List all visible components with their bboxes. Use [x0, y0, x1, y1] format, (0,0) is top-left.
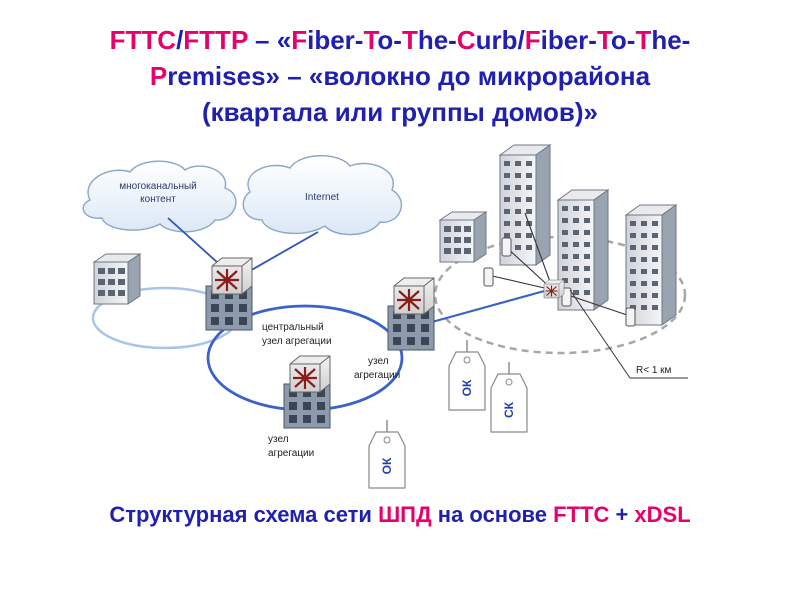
switch-icon [392, 276, 436, 316]
tag-sk-label: СК [502, 401, 516, 418]
fttc-building-cluster [439, 144, 677, 327]
title-line-3: (квартала или группы домов)» [0, 94, 800, 130]
diagram-caption: Структурная схема сети ШПД на основе FTT… [0, 502, 800, 528]
switch-icon [210, 256, 254, 296]
central-node-label-2: узел агрегации [262, 336, 332, 347]
text-run: T [596, 25, 611, 55]
text-run: he- [651, 25, 691, 55]
text-run: C [456, 25, 476, 55]
building-icon-left [93, 253, 141, 305]
text-run: FTTC [109, 25, 177, 55]
text-run: P [149, 61, 168, 91]
text-run: iber- [307, 25, 364, 55]
tag-ok-1-label: ОК [460, 379, 474, 396]
aggregation-node-bottom [283, 354, 332, 429]
cloud-content-label-1: многоканальный [119, 181, 197, 192]
tag-ok-2: ОК [368, 420, 406, 489]
text-run: F [524, 25, 541, 55]
cloud-content-label-2: контент [140, 194, 176, 205]
tag-sk: СК [490, 362, 528, 433]
central-node-label-1: центральный [262, 322, 324, 333]
small-building-icon [439, 211, 487, 263]
text-run: o- [610, 25, 636, 55]
central-aggregation-node [205, 256, 254, 331]
tag-ok-1: ОК [448, 340, 486, 411]
splitter-box-icon [625, 307, 636, 327]
radius-line [569, 289, 631, 379]
radius-label: R< 1 км [636, 365, 672, 376]
text-run: o- [377, 25, 402, 55]
splitter-box-icon [483, 267, 494, 287]
cloud-multichannel-content: многоканальный контент [82, 160, 237, 233]
text-run: T [401, 25, 418, 55]
node-bottom-label-1: узел [268, 434, 289, 445]
node-right-label-1: узел [368, 356, 389, 367]
text-run: he- [417, 25, 457, 55]
text-run: + [609, 502, 635, 527]
cabinet-switch-icon [543, 279, 565, 299]
text-run: T [363, 25, 378, 55]
text-run: T [635, 25, 652, 55]
text-run: F [291, 25, 308, 55]
text-run: на основе [431, 502, 554, 527]
title-line-1: FTTC/FTTP – «Fiber-To-The-Curb/Fiber-To-… [0, 22, 800, 58]
cloud-internet-label: Internet [305, 192, 339, 203]
text-run: Структурная схема сети [109, 502, 379, 527]
aggregation-node-right [387, 276, 436, 351]
text-run: ШПД [378, 502, 432, 527]
text-run: urb/ [475, 25, 525, 55]
text-run: FTTP [183, 25, 248, 55]
text-run: xDSL [634, 502, 691, 527]
title-line-2: Premises» – «волокно до микрорайона [0, 58, 800, 94]
text-run: (квартала или группы домов)» [202, 97, 598, 127]
switch-icon [288, 354, 332, 394]
text-run: / [176, 25, 184, 55]
cloud-internet: Internet [242, 155, 403, 236]
node-bottom-label-2: агрегации [268, 448, 314, 459]
text-run: remises» – «волокно до микрорайона [167, 61, 651, 91]
text-run: FTTC [553, 502, 610, 527]
link-internet-to-core [247, 231, 319, 273]
text-run: iber- [540, 25, 597, 55]
slide-title: FTTC/FTTP – «Fiber-To-The-Curb/Fiber-To-… [0, 22, 800, 130]
highrise-building-icon [625, 204, 677, 326]
splitter-box-icon [501, 237, 512, 257]
link-aggregation-to-cabinet [431, 288, 549, 324]
tag-ok-2-label: ОК [380, 457, 394, 474]
text-run: – « [247, 25, 292, 55]
node-right-label-2: агрегации [354, 370, 400, 381]
